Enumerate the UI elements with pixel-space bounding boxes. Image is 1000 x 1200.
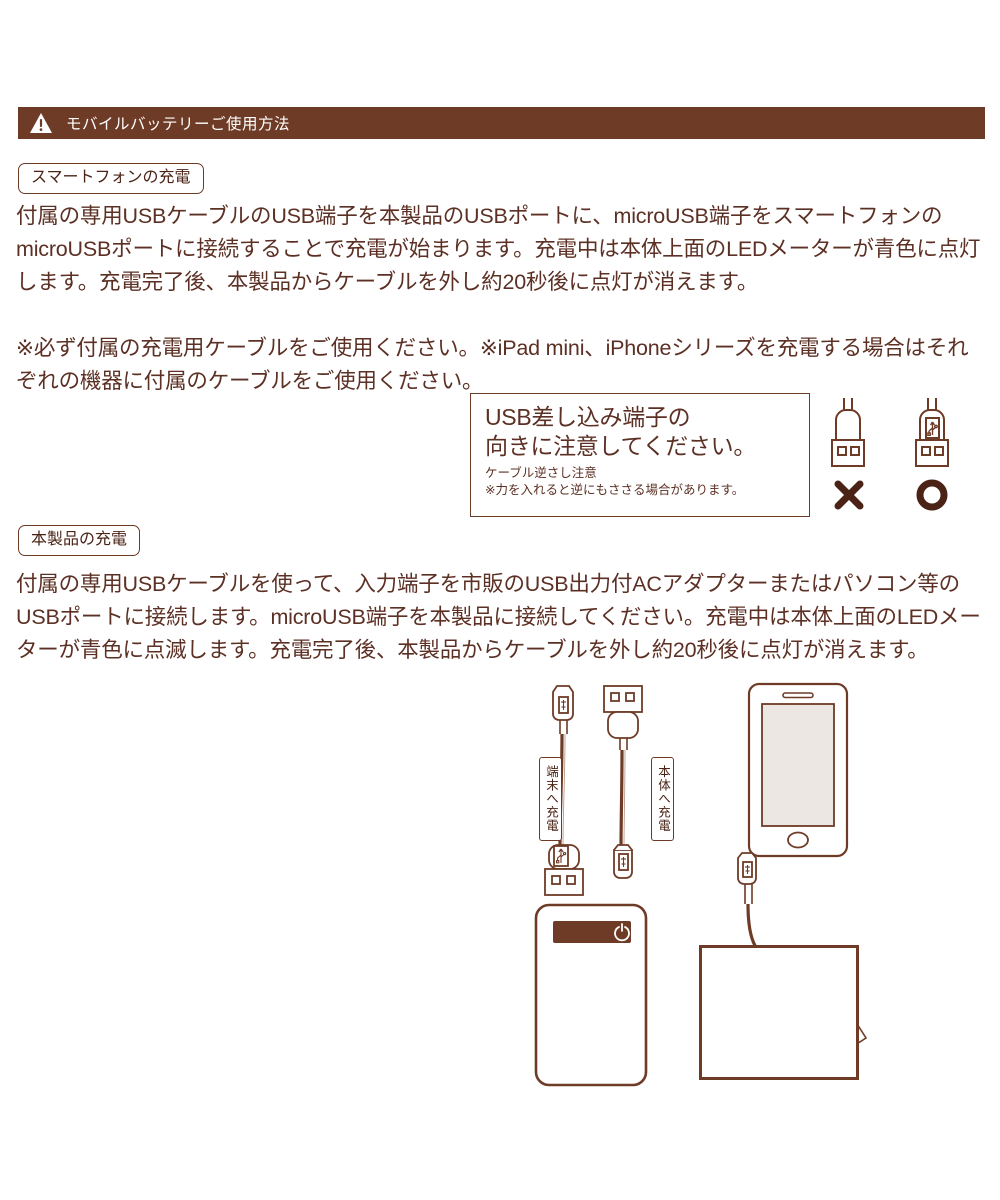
- laptop-photo-frame: [699, 945, 859, 1080]
- usb-connector-correct-orientation: [915, 398, 949, 467]
- subsection-pill-unit-charging: 本製品の充電: [18, 525, 141, 556]
- section-header-bar: モバイルバッテリーご使用方法: [18, 107, 985, 139]
- usb-orientation-warning-box: USB差し込み端子の 向きに注意してください。 ケーブル逆さし注意 ※力を入れる…: [470, 393, 810, 517]
- correct-mark-o: [916, 479, 948, 511]
- wrong-mark-x: [834, 480, 864, 510]
- cable-label-to-unit: 本体へ充電: [651, 757, 674, 841]
- cable-label-to-device: 端末へ充電: [539, 757, 562, 841]
- section-1-notes-text: ※必ず付属の充電用ケーブルをご使用ください。※iPad mini、iPhoneシ…: [16, 336, 969, 393]
- warning-subline: ケーブル逆さし注意 ※力を入れると逆にもささる場合があります。: [485, 466, 745, 497]
- warning-headline: USB差し込み端子の 向きに注意してください。: [485, 404, 757, 459]
- cable-to-smartphone: [737, 852, 762, 954]
- led-meter-strip: [553, 921, 631, 943]
- usb-orientation-illustration: [818, 398, 988, 528]
- section-header-title: モバイルバッテリーご使用方法: [66, 116, 291, 133]
- smartphone-illustration: [747, 682, 849, 858]
- power-icon: [614, 923, 630, 942]
- power-bank-illustration: [534, 903, 648, 1087]
- section-2-body-text: 付属の専用USBケーブルを使って、入力端子を市販のUSB出力付ACアダプターまた…: [16, 572, 981, 662]
- subsection-pill-smartphone-charging: スマートフォンの充電: [18, 163, 204, 194]
- section-1-body-text: 付属の専用USBケーブルのUSB端子を本製品のUSBポートに、microUSB端…: [16, 204, 981, 294]
- usb-connector-wrong-orientation: [831, 398, 865, 467]
- cable-to-unit: [603, 685, 643, 879]
- warning-triangle-icon: [30, 113, 52, 133]
